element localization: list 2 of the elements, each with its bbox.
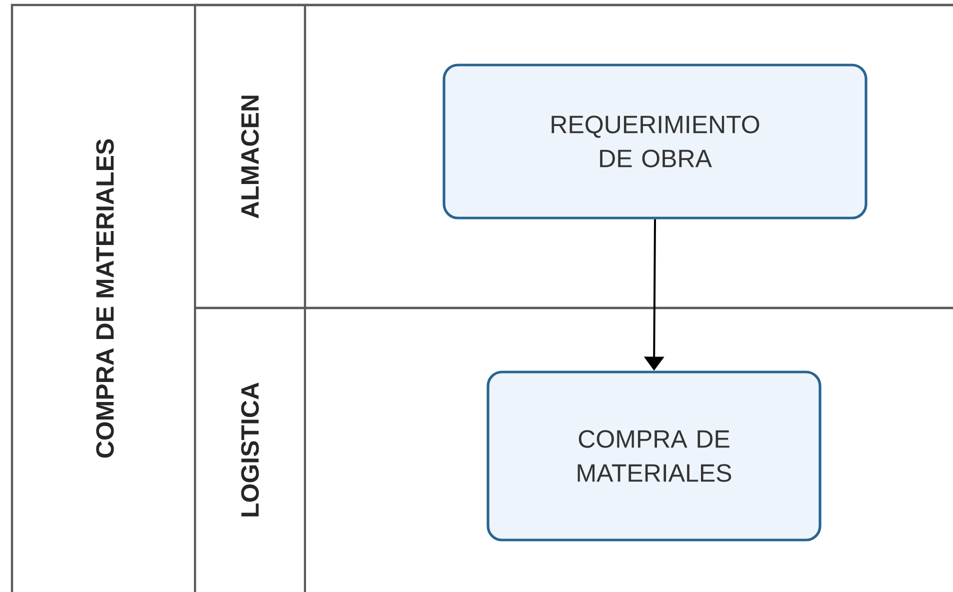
task-box: COMPRA DE MATERIALES	[486, 370, 822, 542]
task-box: REQUERIMIENTO DE OBRA	[442, 64, 868, 220]
